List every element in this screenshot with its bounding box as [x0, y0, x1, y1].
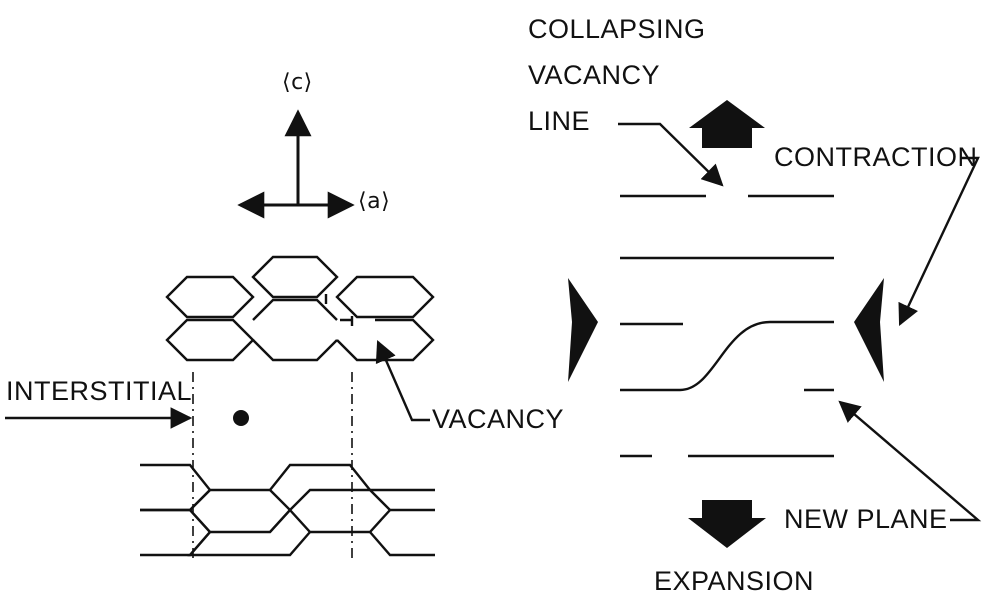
lower-row-line4: [140, 508, 212, 557]
side-arrow-right: [854, 278, 884, 382]
new-plane-leader: [838, 400, 982, 522]
contraction-label: CONTRACTION: [774, 142, 978, 172]
hex-row2-cell2: [252, 298, 338, 321]
collapsing-label-line1: COLLAPSING: [528, 14, 706, 44]
atomic-planes: [620, 194, 834, 458]
hex-row1-cell2: [251, 255, 339, 299]
interstitial-atom: [233, 410, 249, 426]
hex-vacancy-cell: [336, 318, 435, 362]
plane-3-bend: [620, 320, 834, 392]
dashed-projection-lines: [192, 372, 353, 558]
expansion-label: EXPANSION: [654, 566, 815, 596]
contraction-up-arrow: [689, 100, 765, 148]
lower-hex2: [288, 488, 392, 534]
vacancy-leader: [375, 340, 430, 422]
collapsing-label-line2: VACANCY: [528, 60, 661, 90]
lower-row-line5: [187, 509, 435, 557]
new-plane-label: NEW PLANE: [784, 504, 948, 534]
lower-row-line1: [140, 463, 212, 512]
contraction-leader: [898, 156, 980, 326]
interstitial-label: INTERSTITIAL: [6, 376, 193, 406]
lower-row-line3: [370, 488, 435, 512]
vacancy-gap-ticks: [324, 294, 354, 326]
collapsing-leader: [618, 122, 724, 187]
lower-hex-lattice: [140, 463, 435, 557]
side-arrow-left: [568, 278, 598, 382]
hex-row2-cell1: [165, 318, 255, 362]
axis-indicator: [237, 109, 355, 219]
contraction-arrows: [568, 100, 884, 548]
c-axis-label: ⟨c⟩: [282, 70, 313, 95]
expansion-down-arrow: [688, 500, 766, 548]
lower-row-line2: [269, 463, 371, 491]
hex-row2-cell2b: [252, 339, 338, 362]
collapsing-label-line3: LINE: [528, 106, 591, 136]
hex-row1-cell1: [165, 275, 255, 319]
hex-row1-cell3: [335, 275, 435, 319]
a-axis-label: ⟨a⟩: [358, 189, 391, 214]
vacancy-label: VACANCY: [432, 404, 565, 434]
upper-hex-lattice: [165, 255, 435, 362]
